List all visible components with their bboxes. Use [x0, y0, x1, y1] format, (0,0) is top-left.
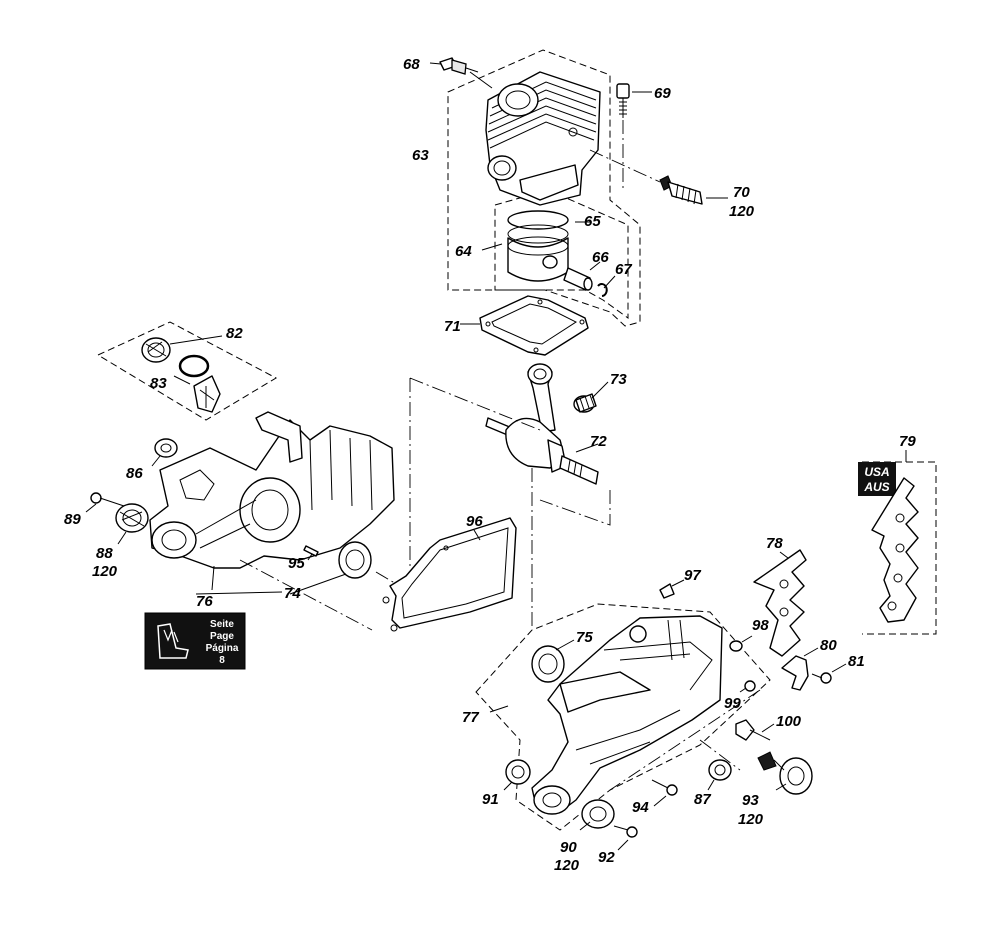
left-crankcase	[149, 411, 395, 569]
callout-73: 73	[610, 371, 627, 388]
cylinder-screw	[616, 83, 630, 118]
spark-plug	[439, 57, 479, 75]
annular-buffer-90	[581, 799, 615, 829]
stud-100	[735, 719, 771, 741]
chain-catcher	[781, 655, 809, 691]
o-ring	[178, 354, 210, 378]
callout-68: 68	[403, 56, 420, 73]
annular-buffer-91	[505, 759, 531, 785]
spiked-bumper	[753, 549, 807, 657]
callout-63: 63	[412, 147, 429, 164]
crankcase-gasket	[382, 517, 517, 632]
screw-81	[811, 672, 832, 684]
callout-88-secondary: 120	[92, 563, 118, 580]
piston	[507, 210, 569, 282]
sleeve-99	[744, 680, 756, 692]
region-badge-line1: USA	[864, 465, 889, 479]
callout-79: 79	[899, 433, 916, 450]
fuel-pickup	[141, 337, 171, 363]
callout-100: 100	[776, 713, 802, 730]
right-crankcase	[531, 615, 723, 815]
callout-92: 92	[598, 849, 615, 866]
screw-94	[651, 779, 678, 796]
callout-94: 94	[632, 799, 649, 816]
callout-81: 81	[848, 653, 865, 670]
oil-seal-75	[531, 645, 565, 683]
callout-71: 71	[444, 318, 461, 335]
callout-96: 96	[466, 513, 483, 530]
cylinder-gasket	[479, 295, 589, 356]
pin-95	[303, 545, 319, 557]
screw-89	[90, 492, 125, 507]
callout-87: 87	[694, 791, 711, 808]
callout-95: 95	[288, 555, 305, 572]
needle-cage	[573, 393, 597, 413]
bumper-79-group: USA AUS	[858, 461, 937, 635]
annular-buffer-87	[708, 759, 732, 781]
callout-70-secondary: 120	[729, 203, 755, 220]
callout-78: 78	[766, 535, 783, 552]
screw-92	[613, 825, 638, 838]
callout-75: 75	[576, 629, 593, 646]
callout-82: 82	[226, 325, 243, 342]
callout-99: 99	[724, 695, 741, 712]
callout-93: 93	[742, 792, 759, 809]
callout-88: 88	[96, 545, 113, 562]
callout-69: 69	[654, 85, 671, 102]
callout-67: 67	[615, 261, 632, 278]
circlip	[597, 283, 608, 297]
callout-70: 70	[733, 184, 750, 201]
strainer	[193, 375, 221, 413]
decompression-valve	[659, 175, 703, 205]
page-reference-box: Seite Page Página 8	[144, 612, 246, 670]
callout-80: 80	[820, 637, 837, 654]
page-ref-line4: 8	[219, 655, 225, 666]
cylinder	[485, 71, 601, 206]
screw-98	[729, 640, 743, 652]
callout-86: 86	[126, 465, 143, 482]
leader-68	[469, 71, 493, 89]
filter-group-82	[96, 321, 278, 421]
callout-89: 89	[64, 511, 81, 528]
page-ref-line3: Página	[206, 643, 239, 654]
annular-buffer-88	[115, 503, 149, 533]
oil-seal-74	[338, 541, 372, 579]
callout-64: 64	[455, 243, 472, 260]
callout-93-secondary: 120	[738, 811, 764, 828]
annular-buffer	[154, 438, 178, 458]
region-badge-line2: AUS	[863, 480, 889, 494]
callout-97: 97	[684, 567, 701, 584]
callout-74: 74	[284, 585, 301, 602]
callout-98: 98	[752, 617, 769, 634]
page-ref-line1: Seite	[210, 619, 234, 630]
callout-77: 77	[462, 709, 479, 726]
crankshaft	[485, 363, 599, 485]
callout-90-secondary: 120	[554, 857, 580, 874]
callout-76: 76	[196, 593, 213, 610]
callout-65: 65	[584, 213, 601, 230]
callout-66: 66	[592, 249, 609, 266]
callout-90: 90	[560, 839, 577, 856]
page-ref-line2: Page	[210, 631, 234, 642]
annular-buffer-93	[757, 751, 813, 795]
callout-83: 83	[150, 375, 167, 392]
right-crankcase-group-77	[475, 603, 771, 831]
pin-97	[659, 583, 675, 599]
callout-labels: 68 69 63 70 120 65 64 66 67 71 82 83 73 …	[64, 56, 916, 874]
callout-72: 72	[590, 433, 607, 450]
callout-91: 91	[482, 791, 499, 808]
piston-pin	[563, 267, 593, 291]
